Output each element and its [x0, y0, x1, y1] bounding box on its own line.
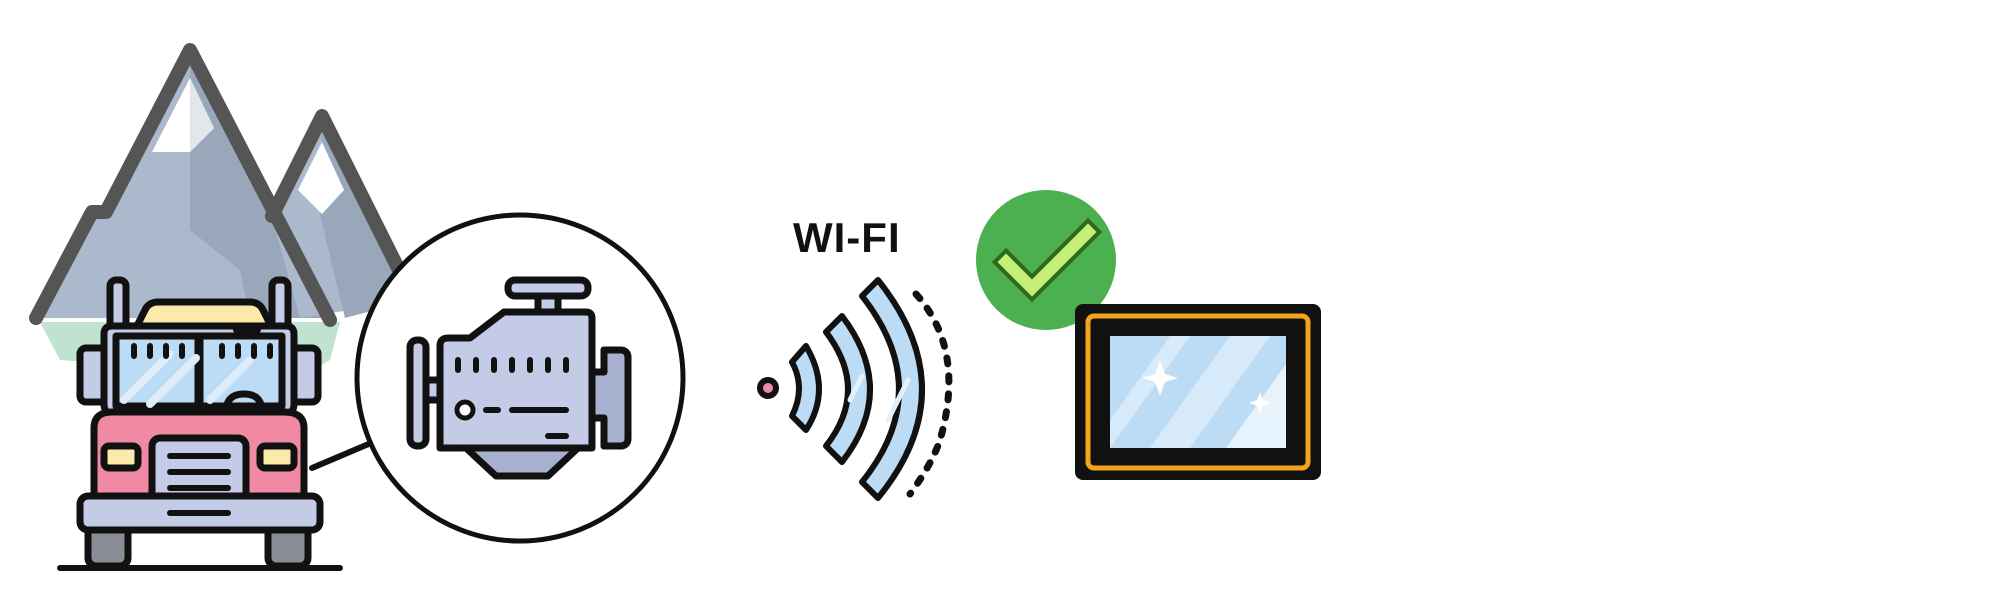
truck-windshield-glare-2 — [146, 354, 200, 408]
check-icon — [976, 190, 1116, 330]
wifi-outer-arc — [906, 290, 953, 498]
engine-block-shadow — [588, 346, 632, 450]
wifi-label: WI-FI — [793, 214, 901, 261]
engine-oil-pan — [462, 444, 582, 480]
display-screen-glare-3 — [1226, 364, 1286, 448]
display-sparkle-small — [1249, 392, 1271, 414]
wifi-wave-glare-2 — [847, 373, 865, 403]
truck-steering-wheel — [222, 390, 266, 416]
mountain-large-outline — [29, 43, 337, 327]
truck-headlight-right — [256, 442, 298, 472]
truck-headlight-left — [100, 442, 142, 472]
truck-roof-lights — [132, 298, 276, 332]
display-screen-glare — [1150, 336, 1270, 448]
wifi-wave-1 — [789, 343, 822, 433]
mountain-small-outline — [265, 109, 417, 299]
wifi-source-dot — [757, 377, 779, 399]
truck-engine-connector — [309, 437, 381, 471]
mountain-small-snow — [298, 142, 344, 214]
wifi-wave-glare — [885, 377, 911, 423]
truck-windshield-glare — [120, 350, 174, 404]
mountain-large-snow-shade — [190, 78, 214, 152]
engine-vent-marks — [455, 357, 569, 373]
display-sparkle-large — [1142, 360, 1178, 396]
wifi-wave-2 — [823, 313, 873, 465]
engine-icon — [354, 212, 686, 544]
truck-windshield-glare-3 — [206, 356, 254, 404]
truck-icon — [57, 276, 343, 571]
engine-bolt — [454, 399, 476, 421]
tablet-display-icon — [1075, 304, 1321, 480]
wifi-signal-icon — [757, 277, 953, 501]
check-mark-highlight — [997, 223, 1097, 297]
wifi-wave-3 — [859, 277, 925, 501]
truck-vent-marks — [131, 327, 273, 359]
display-screen-glare-2 — [1110, 336, 1190, 448]
